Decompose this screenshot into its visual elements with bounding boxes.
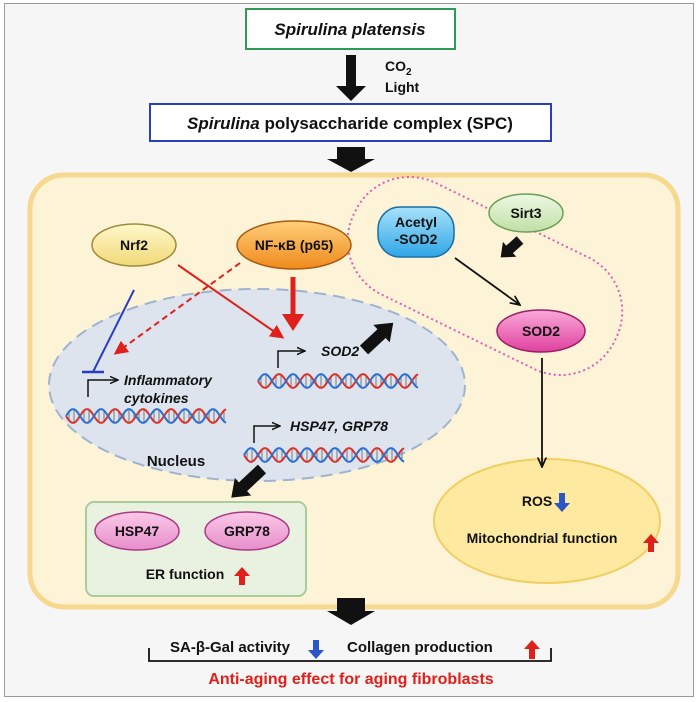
- co2-label: CO2: [385, 58, 412, 78]
- spirulina-label: Spirulina platensis: [274, 20, 425, 39]
- sod2-protein-label: SOD2: [522, 323, 560, 339]
- sod2-tss-arrow: [277, 351, 305, 368]
- sod2-protein-node: [496, 309, 586, 353]
- mito-up-arrow: [643, 534, 659, 552]
- acetyl-label: Acetyl-SOD2: [395, 214, 438, 247]
- spc-box: [149, 103, 552, 142]
- block-arrow-hsp-to-er: [231, 464, 267, 498]
- sirt3-node: [488, 193, 564, 233]
- hsp-tss-arrow: [253, 426, 280, 443]
- nfkb-label: NF-κB (p65): [255, 237, 334, 253]
- er-up-arrow: [234, 567, 250, 585]
- sa-gal-down-arrow: [308, 640, 324, 659]
- mitochondrial-function-ellipse: [433, 458, 661, 584]
- cytokines-tss-arrow: [87, 380, 118, 397]
- mito-function-label: Mitochondrial function: [467, 530, 618, 546]
- hsp-dna-helix: [243, 447, 405, 463]
- outcome-bracket: [148, 648, 552, 662]
- grp78-protein: [204, 511, 290, 551]
- collagen-up-arrow: [524, 640, 540, 659]
- nrf2-inhibition-line: [92, 289, 135, 373]
- block-arrow-sod2-to-mito: [359, 322, 394, 355]
- nucleus-label: Nucleus: [147, 453, 205, 470]
- nrf2-to-sod2-arrow: [177, 264, 285, 339]
- spc-label: Spirulina polysaccharide complex (SPC): [187, 114, 513, 133]
- nfkb-to-cytokines-dashed-arrow: [113, 262, 241, 355]
- cytokines-dna-helix: [65, 408, 227, 424]
- sirt3-label: Sirt3: [510, 205, 541, 221]
- er-function-label: ER function: [146, 566, 225, 582]
- nucleus: [48, 288, 466, 482]
- nrf2-node: [91, 223, 177, 267]
- acetyl-to-sod2-arrow: [454, 257, 520, 305]
- block-arrow-source-to-spc: [336, 55, 366, 101]
- ros-label: ROS: [522, 493, 552, 509]
- light-label: Light: [385, 79, 420, 95]
- acetyl-sod2-node: [377, 206, 455, 258]
- sa-gal-label: SA-β-Gal activity: [170, 639, 291, 656]
- block-arrow-spc-to-cell: [327, 147, 375, 172]
- sod2-gene-label: SOD2: [321, 343, 359, 359]
- sod2-dna-helix: [257, 373, 419, 389]
- hsp47-protein: [94, 511, 180, 551]
- block-arrow-cell-to-outcomes: [327, 598, 375, 625]
- spirulina-box: [245, 8, 456, 50]
- nrf2-label: Nrf2: [120, 237, 148, 253]
- hsp-genes-label: HSP47, GRP78: [290, 418, 388, 434]
- block-arrow-sirt3: [500, 236, 524, 258]
- conclusion-label: Anti-aging effect for aging fibroblasts: [208, 671, 493, 688]
- hsp47-label: HSP47: [115, 523, 160, 539]
- nfkb-node: [236, 220, 352, 270]
- collagen-label: Collagen production: [347, 639, 493, 656]
- ros-down-arrow: [554, 493, 570, 512]
- grp78-label: GRP78: [224, 523, 270, 539]
- nfkb-thick-arrowhead: [282, 314, 304, 331]
